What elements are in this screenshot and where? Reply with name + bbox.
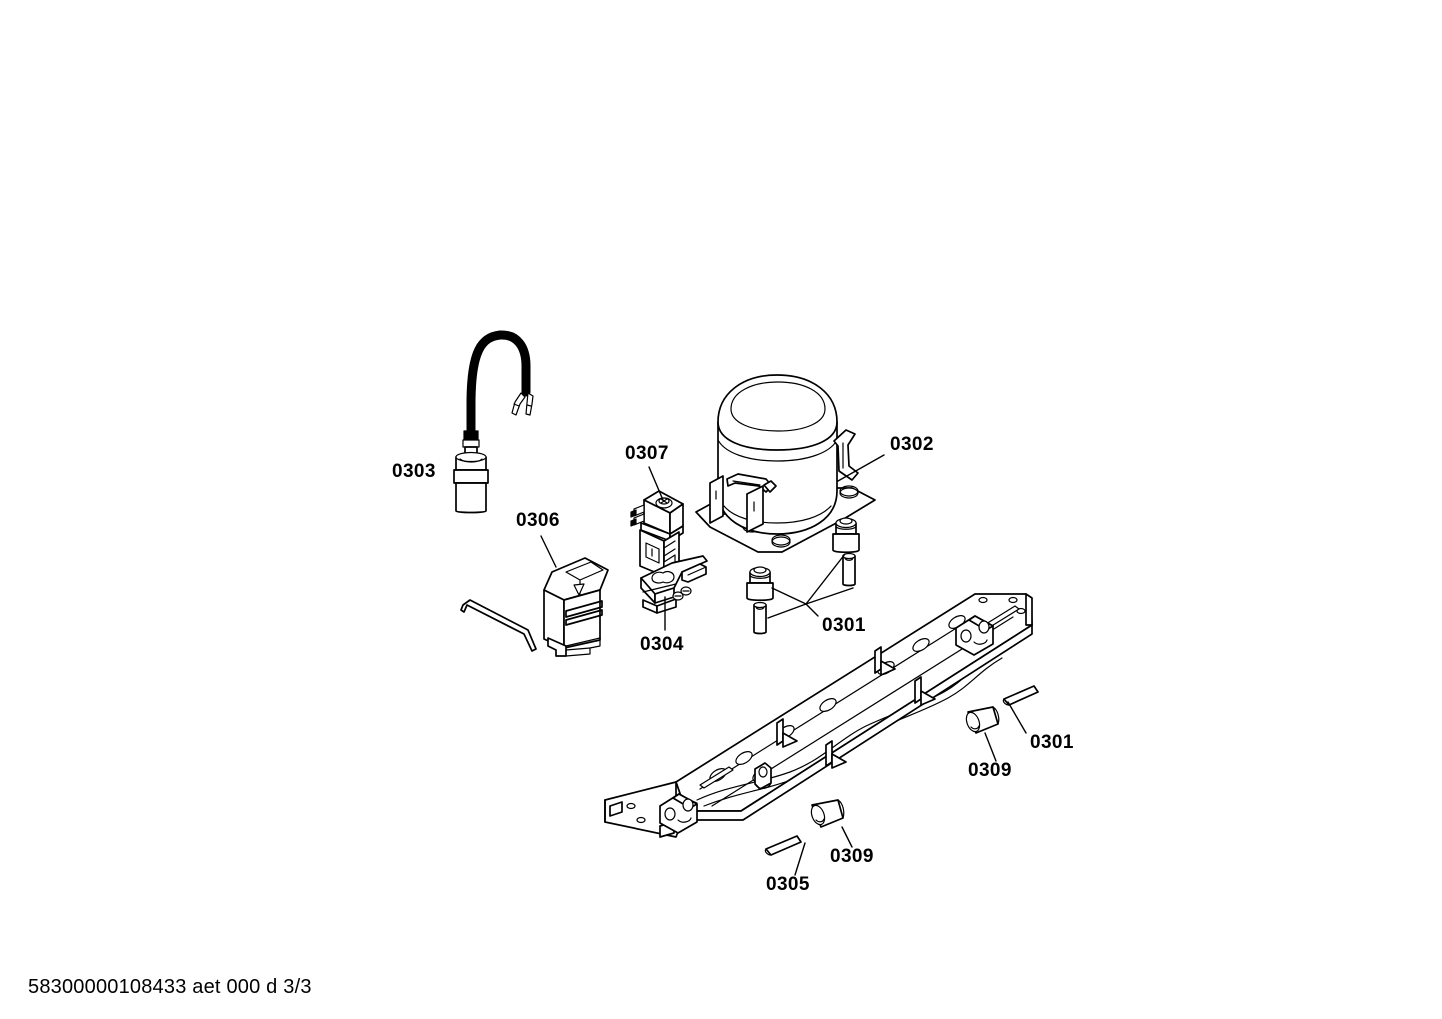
part-0307-ptc-relay — [630, 490, 684, 577]
base-rail-assembly — [604, 593, 1033, 838]
bracket-mid — [746, 485, 764, 533]
leader-0301-right — [1007, 701, 1027, 734]
label-0302: 0301 — [822, 615, 866, 636]
part-0304-capacitor — [453, 330, 534, 514]
rail-tab-4 — [825, 740, 847, 769]
label-0301-right: 0301 — [1030, 732, 1074, 753]
cover-front-face — [543, 589, 565, 649]
part-0301-pin-left — [764, 835, 802, 856]
document-footer-code: 58300000108433 aet 000 d 3/3 — [28, 976, 312, 998]
leader-0307 — [648, 466, 664, 501]
label-0305: 0304 — [640, 634, 684, 655]
label-0304: 0303 — [392, 461, 436, 482]
cable-boot — [463, 430, 479, 441]
cable-ferrule — [462, 439, 480, 448]
label-0309-left: 0309 — [830, 846, 874, 867]
rail-tab-1 — [776, 718, 798, 748]
sleeve-lower — [753, 601, 767, 635]
rail-right-end — [1025, 593, 1033, 626]
part-0301-pin-right — [1002, 685, 1039, 706]
part-number-labels: 0303 0306 0307 0302 0304 0301 0301 0309 … — [392, 434, 1074, 895]
rail-tab-3 — [914, 676, 936, 706]
leader-0306 — [540, 535, 557, 568]
leader-0301-left — [794, 842, 806, 876]
part-0309-bushing-left — [810, 799, 845, 828]
label-0307: 0307 — [625, 443, 669, 464]
rail-ear-midleft — [754, 762, 772, 790]
capacitor-cable — [466, 330, 531, 437]
rail-bracket-left — [659, 793, 698, 834]
grommet-upper — [832, 517, 860, 554]
label-0301-left: 0305 — [766, 874, 810, 895]
grommet-lower — [746, 566, 774, 602]
capacitor-body — [453, 446, 489, 514]
sleeve-upper — [842, 552, 856, 587]
part-0309-bushing-right — [965, 706, 1000, 734]
leader-0303 — [837, 454, 885, 482]
part-0303-compressor — [695, 374, 876, 553]
bracket-left — [709, 475, 724, 524]
callout-leader-lines — [540, 454, 1027, 876]
discharge-tube — [833, 429, 859, 481]
label-0303: 0302 — [890, 434, 934, 455]
rail-tab-2 — [874, 646, 896, 676]
retaining-clip — [460, 599, 537, 652]
part-0305-overload-protector — [640, 555, 708, 614]
leader-0302 — [805, 603, 819, 617]
label-0309-right: 0309 — [968, 760, 1012, 781]
part-0302-grommets-and-sleeves — [746, 517, 860, 635]
leader-0309-left — [841, 826, 853, 848]
label-0306: 0306 — [516, 510, 560, 531]
rail-bracket-right — [955, 615, 994, 656]
spade-terminals — [511, 392, 534, 416]
part-0306-terminal-cover — [460, 557, 609, 657]
compressor-dome — [717, 374, 838, 451]
leader-0309-right — [984, 732, 997, 762]
